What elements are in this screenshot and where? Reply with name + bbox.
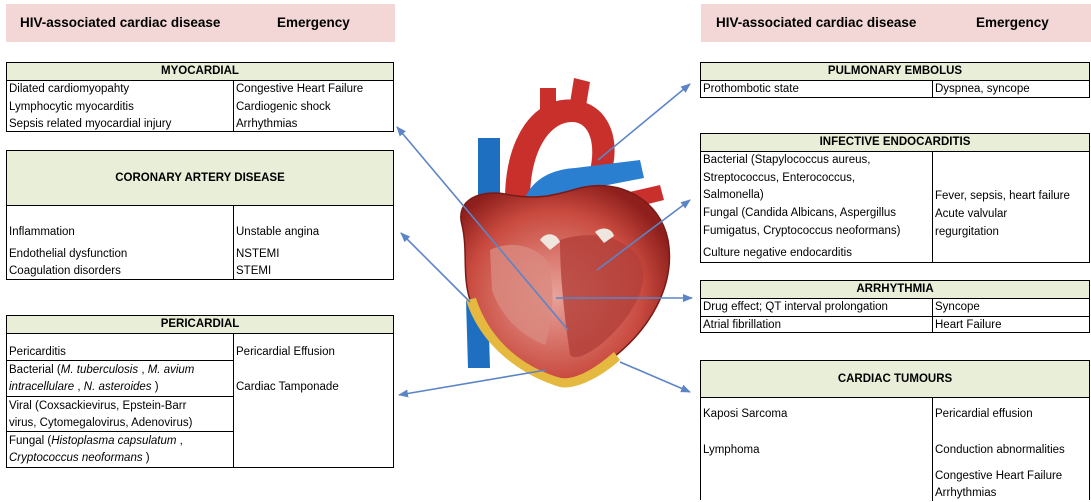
arrow-to-pericardial bbox=[399, 370, 546, 395]
arrow-to-tumours bbox=[620, 362, 690, 392]
arrow-to-pulmonary bbox=[598, 84, 690, 160]
aorta-branch-icon bbox=[570, 78, 590, 106]
heart-illustration bbox=[461, 78, 670, 387]
aorta-branch-icon bbox=[540, 88, 556, 115]
arrow-to-coronary bbox=[401, 233, 470, 302]
